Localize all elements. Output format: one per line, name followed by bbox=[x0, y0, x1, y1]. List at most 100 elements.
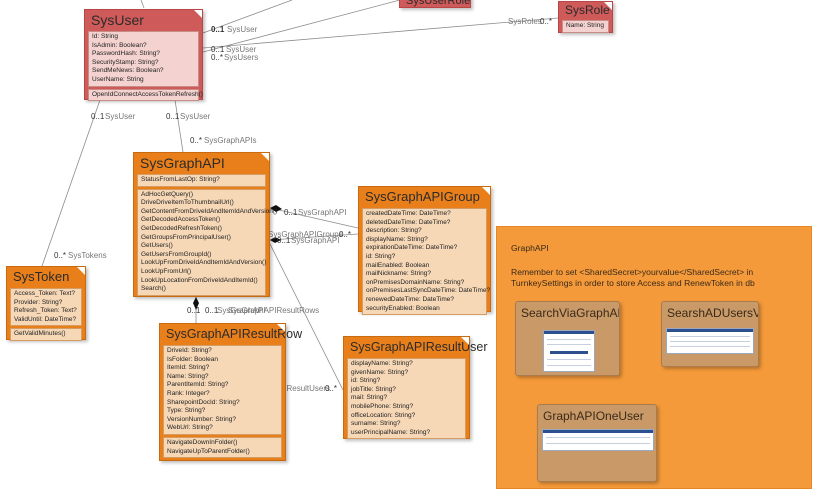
mult-label: 0..1 bbox=[211, 45, 225, 54]
class-title: SysUserRole bbox=[406, 0, 471, 7]
role-label: SysGraphAPIResultRows bbox=[228, 306, 320, 315]
attribute: onPremisesDomainName: String? bbox=[366, 278, 465, 286]
attribute: PasswordHash: String? bbox=[92, 50, 160, 58]
attribute: Provider: String? bbox=[14, 298, 63, 306]
corner-fold-icon bbox=[461, 337, 469, 345]
operation: GetUsers() bbox=[141, 242, 173, 250]
thumbnail-preview bbox=[543, 330, 595, 372]
mult-label: 0..1 bbox=[284, 208, 298, 217]
attributes-section: Id: String IsAdmin: Boolean? PasswordHas… bbox=[88, 31, 199, 87]
operation: GetValidMinutes() bbox=[14, 330, 66, 338]
class-sysgraphapigroup[interactable]: SysGraphAPIGroup createdDateTime: DateTi… bbox=[358, 186, 491, 316]
assoc-line-sysuser-top bbox=[202, 0, 293, 34]
attributes-section: Access_Token: Text? Provider: String? Re… bbox=[10, 288, 82, 327]
class-title: SysGraphAPIGroup bbox=[365, 189, 480, 204]
attribute: UserName: String bbox=[92, 75, 144, 83]
note-line-2: TurnkeySettings in order to store Access… bbox=[511, 278, 755, 288]
attributes-section: createdDateTime: DateTime? deletedDateTi… bbox=[362, 208, 490, 316]
mult-label: 0..1 bbox=[277, 236, 291, 245]
assoc-line-top-left bbox=[140, 0, 145, 9]
operation: GetDecodedRefreshToken() bbox=[141, 224, 222, 232]
view-thumbnail-search-via-graph-api[interactable]: SearchViaGraphAPI bbox=[515, 301, 620, 376]
attribute: mail: String? bbox=[351, 394, 388, 402]
operation: GetGroupsFromPrincipalUser() bbox=[141, 233, 231, 241]
operations-section: OpenIdConnectAccessTokenRefresh() bbox=[88, 88, 203, 102]
operations-section: GetValidMinutes() bbox=[10, 328, 82, 341]
attribute: SharepointDocId: String? bbox=[167, 398, 240, 406]
corner-fold-icon bbox=[194, 10, 202, 18]
mult-label: 0..* bbox=[211, 53, 224, 62]
attributes-section: StatusFromLastOp: String? bbox=[137, 174, 266, 187]
attribute: description: String? bbox=[366, 227, 422, 235]
class-sysrole[interactable]: SysRole Name: String bbox=[558, 1, 613, 33]
attribute: ParentItemId: String? bbox=[167, 381, 229, 389]
operation: LookUpFromDriveIdAndItemIdAndVersion() bbox=[141, 259, 267, 267]
attribute: IsFolder: Boolean bbox=[167, 355, 218, 363]
attribute: securityEnabled: Boolean bbox=[366, 304, 440, 312]
composition-diamond-resultrow bbox=[193, 297, 199, 310]
operation: DriveDriveItemToThumbnailUrl() bbox=[141, 199, 234, 207]
mult-label: 0..1 bbox=[205, 306, 219, 315]
note-title: GraphAPI bbox=[511, 243, 549, 253]
class-systoken[interactable]: SysToken Access_Token: Text? Provider: S… bbox=[6, 266, 86, 341]
operation: GetDecodedAccessToken() bbox=[141, 216, 221, 224]
class-sysuser[interactable]: SysUser Id: String IsAdmin: Boolean? Pas… bbox=[84, 9, 203, 102]
attribute: id: String? bbox=[351, 377, 381, 385]
class-sysuserrole[interactable]: SysUserRole bbox=[399, 0, 471, 8]
class-title: SysGraphAPI bbox=[140, 155, 225, 171]
corner-fold-icon bbox=[261, 153, 269, 161]
mult-label: 0..1 bbox=[91, 112, 105, 121]
role-label: SysUser bbox=[227, 25, 258, 34]
attribute: WebUrl: String? bbox=[167, 424, 213, 432]
operation: LookUpFromUrl() bbox=[141, 267, 192, 275]
assoc-line-sysuser-userrole bbox=[202, 0, 401, 53]
attribute: SecurityStamp: String? bbox=[92, 58, 159, 66]
attributes-section: displayName: String? givenName: String? … bbox=[347, 358, 466, 440]
mult-label: 0..* bbox=[190, 136, 203, 145]
attribute: Name: String? bbox=[167, 372, 209, 380]
assoc-line-sysuser-systoken bbox=[41, 99, 101, 267]
view-thumbnail-graph-api-one-user[interactable]: GraphAPIOneUser bbox=[537, 404, 657, 482]
attribute: officeLocation: String? bbox=[351, 411, 416, 419]
class-title: SysGraphAPIResultUser bbox=[350, 340, 488, 354]
attribute: DriveId: String? bbox=[167, 347, 212, 354]
attribute: mailEnabled: Boolean bbox=[366, 261, 430, 269]
attribute: id: String? bbox=[366, 252, 396, 260]
class-title: SysUser bbox=[91, 12, 144, 28]
operations-section: AdHocGetQuery() DriveDriveItemToThumbnai… bbox=[137, 188, 277, 296]
corner-fold-icon bbox=[604, 2, 612, 10]
attribute: displayName: String? bbox=[351, 360, 413, 367]
operation: GetUsersFromGroupId() bbox=[141, 250, 212, 258]
thumbnail-title: SearchViaGraphAPI bbox=[521, 306, 620, 320]
attribute: jobTitle: String? bbox=[351, 385, 396, 393]
operation: NavigateUpToParentFolder() bbox=[167, 447, 250, 455]
attribute: renewedDateTime: DateTime? bbox=[366, 295, 455, 303]
class-title: SysGraphAPIResultRow bbox=[166, 327, 303, 341]
role-label: SysUsers bbox=[224, 53, 259, 62]
role-label: SysGraphAPI bbox=[298, 208, 347, 217]
graphapi-note-board[interactable]: GraphAPI Remember to set <SharedSecret>y… bbox=[496, 226, 812, 489]
class-sysgraphapiresultuser[interactable]: SysGraphAPIResultUser displayName: Strin… bbox=[343, 336, 488, 440]
attribute: userPrincipalName: String? bbox=[351, 428, 431, 436]
role-label: SysUser bbox=[180, 112, 211, 121]
role-label: SysUser bbox=[105, 112, 136, 121]
class-sysgraphapiresultrow[interactable]: SysGraphAPIResultRow DriveId: String? Is… bbox=[159, 323, 303, 461]
attribute: createdDateTime: DateTime? bbox=[366, 210, 451, 217]
composition-diamond-group-2 bbox=[270, 237, 281, 243]
assoc-line-api-group-2 bbox=[269, 233, 359, 241]
attribute: deletedDateTime: DateTime? bbox=[366, 218, 451, 226]
attribute: ItemId: String? bbox=[167, 364, 210, 372]
attribute: VersionNumber: String? bbox=[167, 415, 237, 423]
attribute: mobilePhone: String? bbox=[351, 402, 414, 410]
mult-label: 0..* bbox=[339, 230, 352, 239]
operation: AdHocGetQuery() bbox=[141, 190, 194, 198]
view-thumbnail-search-ad-users[interactable]: SearshADUsersVia bbox=[661, 301, 759, 367]
assoc-line-sysuser-sysrole bbox=[202, 17, 559, 49]
attribute: Id: String bbox=[92, 33, 119, 40]
mult-label: 0..* bbox=[325, 384, 338, 393]
attribute: givenName: String? bbox=[351, 368, 409, 376]
assoc-line-sysuser-sysgraphapi bbox=[174, 99, 184, 153]
class-sysgraphapi[interactable]: SysGraphAPI StatusFromLastOp: String? Ad… bbox=[133, 152, 277, 297]
operations-section: NavigateDownInFolder() NavigateUpToParen… bbox=[163, 436, 282, 459]
